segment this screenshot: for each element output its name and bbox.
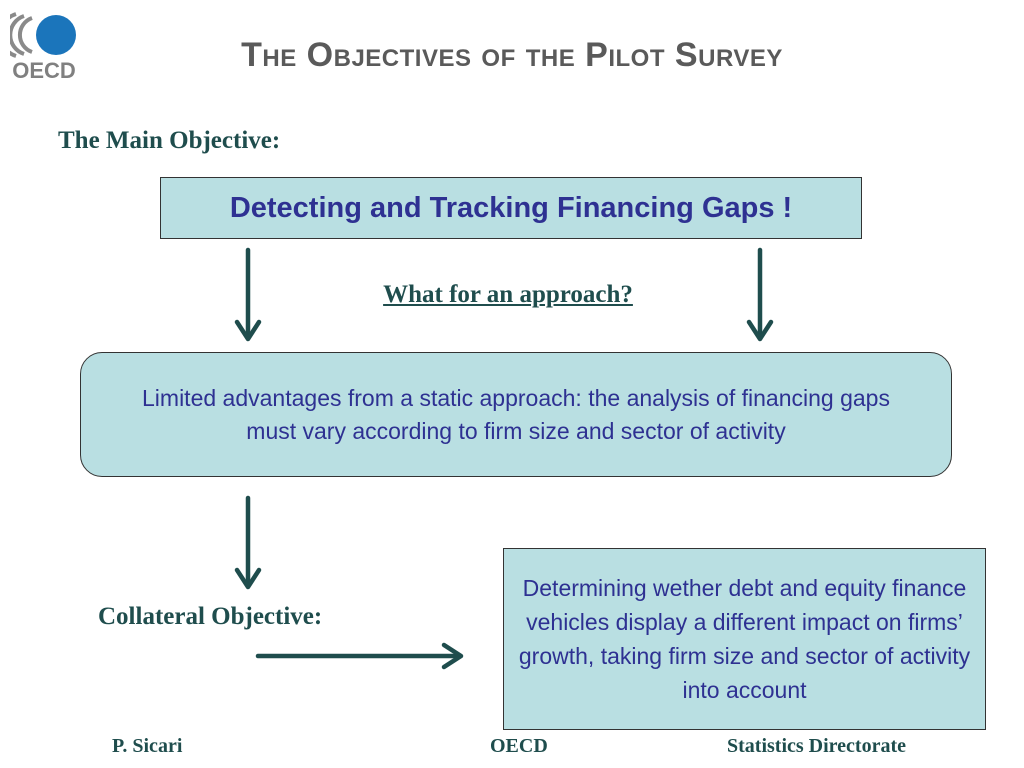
oecd-logo-graphic: OECD — [0, 12, 76, 83]
main-objective-label: The Main Objective: — [58, 127, 281, 154]
collateral-objective-box: Determining wether debt and equity finan… — [503, 548, 986, 730]
static-approach-box: Limited advantages from a static approac… — [80, 352, 952, 477]
oecd-logo: OECD — [0, 8, 80, 83]
slide-title: The Objectives of the Pilot Survey — [241, 36, 783, 74]
collateral-objective-text: Determining wether debt and equity finan… — [518, 575, 971, 703]
footer-organization: OECD — [490, 735, 548, 757]
down-arrow-lower-icon — [234, 495, 262, 590]
main-objective-text: Detecting and Tracking Financing Gaps ! — [229, 191, 793, 224]
approach-question: What for an approach? — [383, 281, 633, 308]
footer-author: P. Sicari — [112, 735, 183, 757]
collateral-objective-label: Collateral Objective: — [98, 603, 323, 630]
footer-department: Statistics Directorate — [727, 735, 907, 757]
right-arrow-icon — [255, 642, 464, 670]
main-objective-box: Detecting and Tracking Financing Gaps ! — [160, 177, 862, 239]
static-approach-text: Limited advantages from a static approac… — [142, 384, 890, 444]
oecd-logo-text: OECD — [12, 58, 76, 80]
